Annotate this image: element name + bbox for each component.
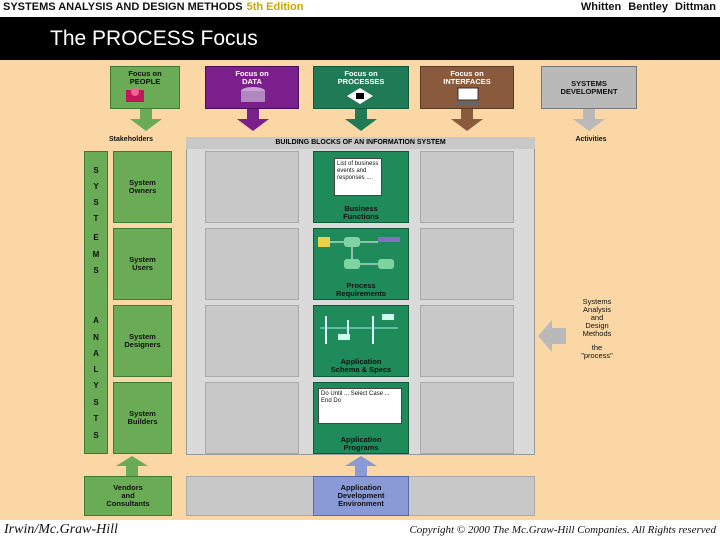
data-arrow-icon: [233, 109, 273, 131]
data-icon: [238, 86, 268, 106]
side-letter: L: [91, 365, 101, 374]
side-letter: Y: [91, 182, 101, 191]
grid-cell: [420, 228, 514, 300]
side-letter: A: [91, 316, 101, 325]
environment-line3: Environment: [313, 500, 409, 508]
grid-cell: [420, 305, 514, 377]
focus-interfaces-line2: INTERFACES: [421, 78, 513, 86]
side-letter: S: [91, 166, 101, 175]
grid-cell: [205, 305, 299, 377]
system-designers-line2: Designers: [113, 341, 172, 349]
methods-label: Systems Analysis and Design Methods the …: [565, 298, 629, 360]
system-owners-line2: Owners: [113, 187, 172, 195]
grid-cell: [420, 151, 514, 223]
grid-cell: [205, 382, 299, 454]
side-letter: Y: [91, 381, 101, 390]
slide-header: SYSTEMS ANALYSIS AND DESIGN METHODS 5th E…: [0, 0, 720, 16]
grid-cell: [205, 151, 299, 223]
edition-label: 5th Edition: [247, 1, 304, 13]
interfaces-arrow-icon: [447, 109, 487, 131]
vendors-line3: Consultants: [84, 500, 172, 508]
schema-icon: [318, 310, 404, 350]
activities-label: Activities: [556, 136, 626, 144]
publisher: Irwin/Mc.Graw-Hill: [4, 522, 118, 538]
focus-processes-line2: PROCESSES: [314, 78, 408, 86]
grid-cell: [420, 382, 514, 454]
process-requirements-line2: Requirements: [313, 290, 409, 298]
side-letter: T: [91, 214, 101, 223]
people-arrow-icon: [126, 109, 166, 131]
authors: Whitten Bentley Dittman: [581, 1, 716, 13]
side-letter: S: [91, 198, 101, 207]
copyright: Copyright © 2000 The Mc.Graw-Hill Compan…: [409, 524, 716, 536]
development-arrow-icon: [569, 109, 609, 131]
program-code-note: Do Until ... Select Case ... End Do: [318, 388, 402, 424]
side-letter: S: [91, 431, 101, 440]
systems-analysts-bar: [84, 151, 108, 454]
interfaces-icon: [455, 86, 481, 106]
slide-title: The PROCESS Focus: [50, 27, 258, 51]
stakeholders-label: Stakeholders: [96, 136, 166, 144]
side-letter: A: [91, 349, 101, 358]
systems-development-line2: DEVELOPMENT: [542, 88, 636, 96]
title-bar: The PROCESS Focus: [0, 17, 720, 60]
methods-line7: "process": [565, 352, 629, 360]
people-icon: [124, 86, 148, 106]
application-schema-line2: Schema & Specs: [313, 366, 409, 374]
system-users-line2: Users: [113, 264, 172, 272]
side-letter: S: [91, 266, 101, 275]
side-letter: E: [91, 233, 101, 242]
side-letter: S: [91, 398, 101, 407]
side-letter: N: [91, 333, 101, 342]
system-builders-line2: Builders: [113, 418, 172, 426]
grid-cell: [205, 228, 299, 300]
focus-people-line2: PEOPLE: [111, 78, 179, 86]
methods-line5: Methods: [565, 330, 629, 338]
vendors-arrow-icon: [112, 456, 152, 476]
course-name: SYSTEMS ANALYSIS AND DESIGN METHODS: [3, 1, 243, 13]
process-flow-icon: [316, 233, 406, 275]
environment-arrow-icon: [341, 456, 381, 476]
side-letter: T: [91, 414, 101, 423]
application-programs-line2: Programs: [313, 444, 409, 452]
business-functions-line2: Functions: [313, 213, 409, 221]
focus-data-line2: DATA: [206, 78, 298, 86]
activities-arrow-icon: [538, 316, 568, 356]
building-blocks-header: BUILDING BLOCKS OF AN INFORMATION SYSTEM: [186, 137, 535, 149]
business-events-note: List of business events and responses ..…: [334, 158, 382, 196]
processes-arrow-icon: [341, 109, 381, 131]
processes-icon: [345, 86, 375, 106]
course-title: SYSTEMS ANALYSIS AND DESIGN METHODS 5th E…: [3, 1, 303, 13]
side-letter: M: [91, 250, 101, 259]
